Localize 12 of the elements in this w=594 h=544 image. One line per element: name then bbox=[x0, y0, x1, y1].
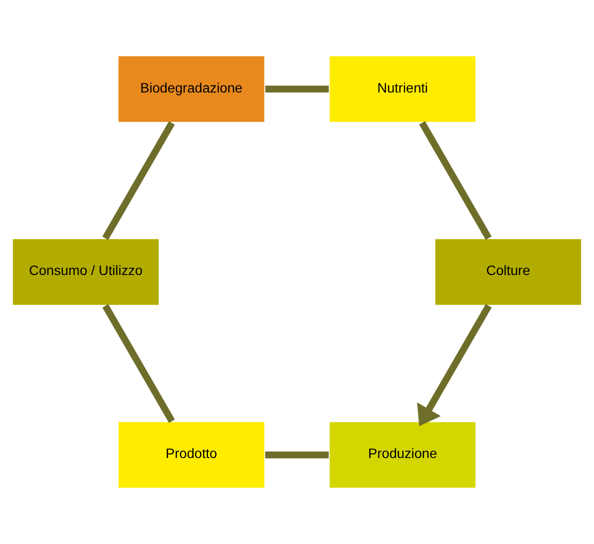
arrow bbox=[417, 304, 492, 426]
connector bbox=[102, 121, 175, 240]
node-box: Produzione bbox=[328, 420, 478, 490]
node-box: Biodegradazione bbox=[116, 54, 266, 124]
connector bbox=[265, 452, 329, 458]
connector bbox=[102, 304, 175, 423]
connector bbox=[419, 121, 492, 240]
node-box: Colture bbox=[434, 237, 583, 307]
node-box: Consumo / Utilizzo bbox=[11, 237, 160, 307]
connector bbox=[265, 86, 329, 92]
node-box: Prodotto bbox=[116, 420, 266, 490]
node-box: Nutrienti bbox=[328, 54, 478, 124]
